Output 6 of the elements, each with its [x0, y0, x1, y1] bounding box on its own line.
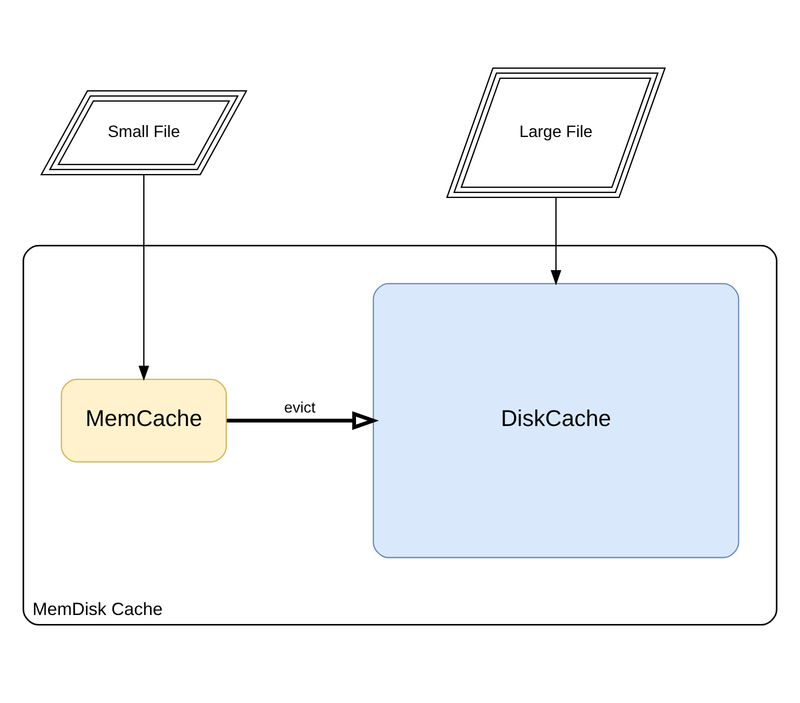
node-box: DiskCache [372, 283, 740, 558]
node-box: MemCache [60, 378, 227, 462]
arrow [550, 198, 562, 286]
edge-label: evict [284, 399, 316, 416]
arrow [226, 411, 379, 430]
arrow [138, 174, 150, 381]
